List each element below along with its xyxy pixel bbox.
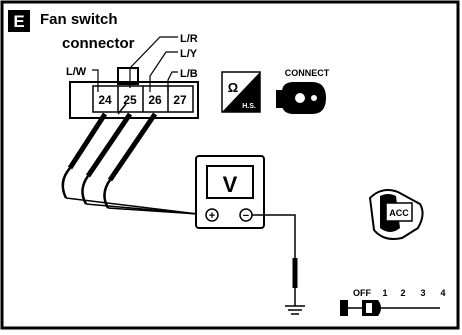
pin-25: 25 <box>123 93 137 107</box>
connect-icon: CONNECT <box>276 68 330 114</box>
test-probes <box>61 103 199 215</box>
wire-label-lb: L/B <box>180 68 198 80</box>
panel-badge-letter: E <box>13 12 24 31</box>
wire-label-ly: L/Y <box>180 48 198 60</box>
hs-label: H.S. <box>242 103 256 110</box>
panel-title-line1: Fan switch <box>40 11 118 28</box>
pin-24: 24 <box>98 93 112 107</box>
key-pos-4: 4 <box>440 288 445 298</box>
pin-26: 26 <box>148 93 162 107</box>
meter-plus: + <box>209 210 215 222</box>
key-pos-off: OFF <box>353 288 371 298</box>
key-pos-3: 3 <box>420 288 425 298</box>
ohm-symbol: Ω <box>228 80 238 95</box>
fan-switch-connector: 24 25 26 27 <box>69 67 199 119</box>
voltmeter: V + − <box>195 155 265 229</box>
wire-label-lr: L/R <box>180 33 198 45</box>
label-leaders <box>92 36 178 92</box>
connect-label: CONNECT <box>285 68 330 78</box>
ignition-key: OFF 1 2 3 4 <box>340 288 446 316</box>
ground-lead <box>252 214 305 315</box>
voltmeter-display: V <box>223 172 238 197</box>
acc-label: ACC <box>389 208 409 218</box>
wire-label-lw: L/W <box>66 66 87 78</box>
ohm-hs-icon: Ω H.S. <box>221 71 261 113</box>
meter-positive-terminal <box>205 208 219 222</box>
panel-title-line2: connector <box>62 35 135 52</box>
key-pos-2: 2 <box>400 288 405 298</box>
panel-badge: E <box>8 10 30 32</box>
meter-minus: − <box>243 210 249 222</box>
pin-27: 27 <box>173 93 187 107</box>
acc-ignition-icon: ACC <box>368 189 424 240</box>
key-pos-1: 1 <box>382 288 387 298</box>
